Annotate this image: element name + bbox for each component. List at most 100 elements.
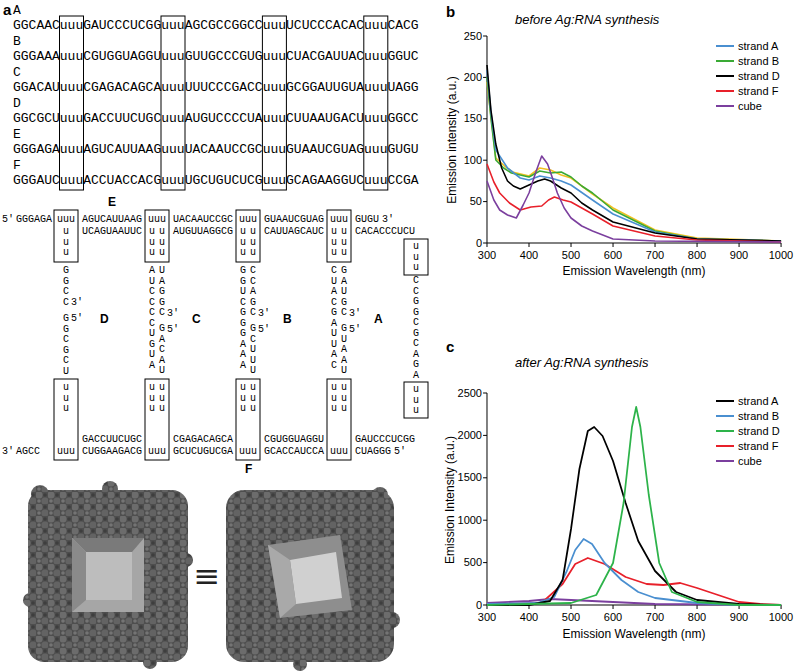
spectrum-curve — [487, 539, 781, 605]
sequence-text: AGUCAUUAAG — [82, 214, 142, 226]
linker-text: uuu — [57, 214, 75, 226]
sequence-text: GCUCUGUCGA — [173, 446, 233, 458]
tick-label: 700 — [646, 611, 664, 624]
cube-surface — [226, 490, 394, 662]
sequence-text: GGUCGGGAAA — [240, 266, 246, 371]
sequence-text: AGCC — [16, 446, 40, 458]
sequence-text: CUGGAAGACG — [82, 446, 142, 458]
surface-lump — [372, 487, 388, 503]
legend-text: strand B — [738, 55, 779, 68]
spectrum-curve — [487, 156, 781, 242]
sequence-text: CCAGC — [250, 266, 256, 319]
tick-label: 150 — [464, 112, 482, 125]
legend-text: cube — [738, 455, 762, 468]
sequence-text: GGGAGAuuuAGUCAUUAAGuuuUACAAUCCGCuuuGUAAU… — [13, 142, 419, 157]
sequence-text: UAGGC — [159, 266, 165, 319]
linker-text: uuu — [63, 227, 69, 259]
tick-label: 900 — [730, 249, 748, 262]
legend-text: strand B — [738, 410, 779, 423]
sequence-text: GGCC — [63, 266, 69, 308]
spectrum-curve — [487, 558, 781, 605]
cube-surface — [28, 490, 188, 662]
legend-swatch — [716, 105, 734, 107]
linker-text: uuu — [148, 446, 166, 458]
end-mark: 5' — [394, 446, 406, 458]
panel-letter: a — [3, 1, 11, 18]
sequence-text: GUAAUCGUAG — [264, 214, 324, 226]
strand-name: C — [13, 65, 21, 80]
surface-lump — [143, 655, 157, 669]
tick-label: 100 — [464, 154, 482, 167]
legend-text: strand F — [738, 440, 778, 453]
spectrum-curve — [487, 427, 781, 605]
sequence-text: CGUGGUAGGU — [264, 434, 324, 446]
equivalence-sign: ≡ — [194, 558, 221, 594]
surface-lump — [231, 491, 249, 509]
legend-swatch — [716, 430, 734, 432]
surface-lump — [179, 553, 193, 567]
axis-title: Emission Wavelength (nm) — [563, 627, 706, 641]
axis-title: Emission intensity (a.u.) — [445, 76, 459, 203]
sequence-text: CCGGCGCAGA — [413, 276, 419, 381]
hole-back — [290, 552, 342, 604]
sequence-text: CUACGAUUAC — [331, 266, 337, 371]
end-mark: 3' — [258, 308, 270, 320]
sequence-text: AUCCCCUGUA — [149, 266, 155, 371]
axis-ticks — [483, 36, 781, 247]
tick-label: 500 — [562, 611, 580, 624]
linker-text: uuu — [239, 214, 257, 226]
linker-box — [236, 379, 260, 460]
net-linker-boxes — [54, 210, 428, 460]
tick-label: 2000 — [458, 429, 482, 442]
sequence-text: GGCAACuuuGAUCCCUCGGuuuAGCGCCGGCCuuuUCUCC… — [13, 18, 419, 33]
linker-box — [364, 16, 388, 190]
strand-name: A — [374, 312, 383, 326]
end-mark: 5' — [349, 324, 361, 336]
axis-line — [487, 36, 781, 243]
end-mark: 3' — [71, 297, 83, 309]
legend-text: strand A — [738, 40, 778, 53]
linker-text: uuu — [159, 227, 165, 259]
linker-box — [145, 379, 169, 460]
sequence-text: GUGU — [355, 214, 379, 226]
linker-box — [145, 210, 169, 262]
strand-name: A — [13, 3, 21, 18]
tick-label: 800 — [688, 249, 706, 262]
legend-text: strand D — [738, 70, 780, 83]
tick-label: 300 — [478, 249, 496, 262]
end-mark: 3' — [2, 446, 14, 458]
tick-label: 250 — [464, 30, 482, 43]
chart-title: after Ag:RNA synthesis — [515, 355, 648, 370]
panel-letter: c — [446, 338, 454, 355]
sequence-text: GGCGCUuuuGACCUUCUGCuuuAUGUCCCCUAuuuCUUAA… — [13, 111, 419, 126]
strand-name: B — [13, 34, 21, 49]
tick-label: 600 — [604, 611, 622, 624]
linker-text: uuu — [341, 227, 347, 259]
sequence-text: GACCUUCUGC — [82, 434, 142, 446]
tick-label: 2500 — [458, 387, 482, 400]
legend-swatch — [716, 460, 734, 462]
end-mark: 3' — [382, 214, 394, 226]
tick-label: 1000 — [769, 249, 793, 262]
tick-label: 700 — [646, 249, 664, 262]
linker-box — [327, 210, 351, 262]
sequence-text: GAUGC — [341, 266, 347, 319]
linker-box — [161, 16, 185, 190]
legend-text: strand F — [738, 85, 778, 98]
tick-label: 1000 — [769, 611, 793, 624]
linker-text: uuu — [57, 446, 75, 458]
tick-label: 400 — [520, 611, 538, 624]
sequence-linker-boxes — [60, 16, 388, 190]
linker-text: uuu — [330, 214, 348, 226]
sequence-text: GCUUU — [250, 324, 256, 377]
legend-swatch — [716, 90, 734, 92]
spectrum-curve — [487, 70, 781, 241]
sequence-text: GGGAUCuuuACCUACCACGuuuUGCUGUCUCGuuuGCAGA… — [13, 173, 419, 188]
hole-wall — [72, 538, 86, 612]
sequence-text: GACAU — [159, 324, 165, 377]
hole-wall — [268, 545, 296, 618]
strand-name: F — [13, 158, 21, 173]
cube-render-left — [23, 481, 193, 669]
